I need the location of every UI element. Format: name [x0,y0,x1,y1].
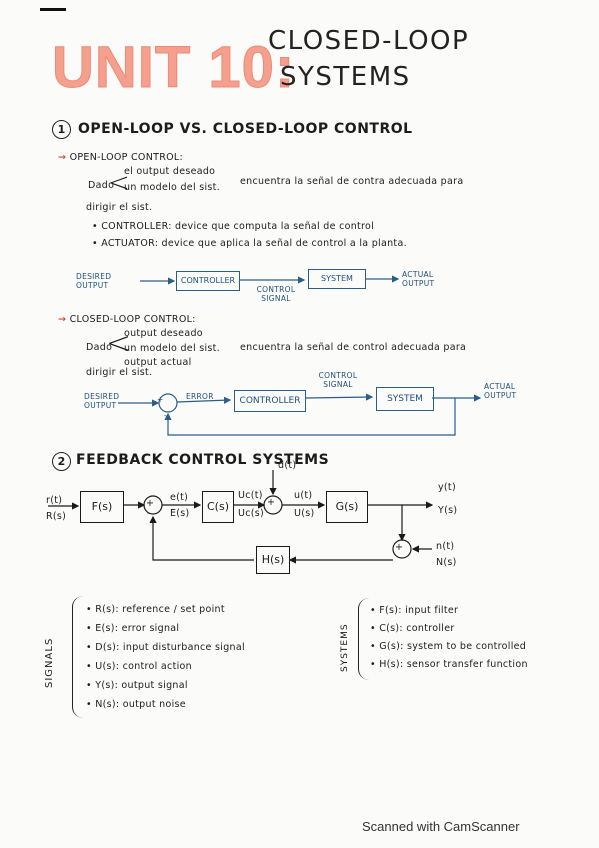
fb-plus2: + [267,497,276,508]
open-loop-brace-icon: < [108,168,130,198]
closed-loop-heading: → CLOSED-LOOP CONTROL: [58,314,196,325]
open-loop-heading-text: OPEN-LOOP CONTROL: [69,152,183,163]
cl-desired-output: DESIRED OUTPUT [84,392,120,410]
signal-item-text: U(s): control action [95,661,192,672]
ol-desired-output: DESIRED OUTPUT [76,272,112,290]
system-item-text: F(s): input filter [379,605,459,616]
closed-loop-cond2: un modelo del sist. [124,343,220,354]
open-loop-heading: → OPEN-LOOP CONTROL: [58,152,183,163]
fb-r-t: r(t) [46,495,63,506]
fb-F-box: F(s) [80,491,124,523]
signal-item: • R(s): reference / set point [86,604,225,615]
subtitle-line2: SYSTEMS [280,62,411,92]
fb-e-t: e(t) [170,492,189,503]
open-loop-cond2: un modelo del sist. [124,182,220,193]
red-arrow-icon: → [58,314,67,325]
closed-loop-rest1: encuentra la señal de control adecuada p… [240,342,467,353]
cl-system-box: SYSTEM [376,387,434,411]
cl-minus-sign: - [164,411,168,420]
fb-Uc-s: Uc(s) [238,508,265,519]
fb-R-s: R(s) [46,511,67,522]
red-arrow-icon: → [58,152,67,163]
open-loop-cond1: el output deseado [124,166,216,177]
closed-loop-heading-text: CLOSED-LOOP CONTROL: [69,314,196,325]
section2-title: FEEDBACK CONTROL SYSTEMS [76,452,330,468]
cl-error-label: ERROR [186,392,214,401]
fb-G-box: G(s) [326,491,368,523]
ol-system-box: SYSTEM [308,269,366,289]
systems-list: • F(s): input filter • C(s): controller … [370,602,528,674]
ol-controller-box: CONTROLLER [176,271,240,291]
open-loop-dado: Dado [88,180,115,191]
systems-label: SYSTEMS [340,623,350,672]
ol-control-signal: CONTROL SIGNAL [256,285,296,303]
closed-loop-dado: Dado [86,342,113,353]
fb-C-box: C(s) [202,491,234,523]
camscanner-watermark: Scanned with CamScanner [362,819,520,834]
ol-actual-output: ACTUAL OUTPUT [402,270,435,288]
signals-list: • R(s): reference / set point • E(s): er… [86,600,245,714]
fb-n-t: n(t) [436,541,455,552]
signal-item: • Y(s): output signal [86,680,188,691]
signal-item: • U(s): control action [86,661,192,672]
open-loop-rest2: dirigir el sist. [86,202,153,213]
closed-loop-diagram [118,393,482,436]
section1-title: OPEN-LOOP VS. CLOSED-LOOP CONTROL [78,121,413,137]
fb-d-t: d(t) [278,460,297,471]
fb-N-s: N(s) [436,557,457,568]
signals-brace [72,596,83,718]
fb-plus3: + [395,542,404,553]
closed-loop-cond3: output actual [124,357,192,368]
system-item-text: C(s): controller [379,623,455,634]
fb-minus1: - [147,508,151,519]
bullet-actuator-text: ACTUATOR: device que aplica la señal de … [101,238,407,249]
signal-item-text: Y(s): output signal [95,680,188,691]
fb-U-s: U(s) [294,508,315,519]
section1-number: 1 [52,120,71,139]
bullet-controller: • CONTROLLER: device que computa la seña… [92,221,375,232]
systems-brace [358,598,369,680]
feedback-diagram [48,470,434,564]
subtitle-line1: CLOSED-LOOP [268,26,470,56]
signals-label: SIGNALS [44,637,55,688]
open-loop-rest1: encuentra la señal de contra adecuada pa… [240,176,464,187]
section2-number: 2 [52,452,71,471]
unit-title: UNIT 10: [51,35,296,101]
system-item: • G(s): system to be controlled [370,641,527,652]
signal-item: • N(s): output noise [86,699,186,710]
fb-E-s: E(s) [170,508,190,519]
closed-loop-cond1: output deseado [124,328,203,339]
closed-loop-brace-icon: < [106,326,132,361]
system-item: • F(s): input filter [370,605,459,616]
signal-item-text: R(s): reference / set point [95,604,225,615]
system-item-text: H(s): sensor transfer function [379,659,528,670]
signal-item: • D(s): input disturbance signal [86,642,245,653]
cl-actual-output: ACTUAL OUTPUT [484,382,517,400]
system-item-text: G(s): system to be controlled [379,641,527,652]
bullet-actuator: • ACTUATOR: device que aplica la señal d… [92,238,407,249]
signal-item-text: N(s): output noise [95,699,186,710]
closed-loop-rest2: dirigir el sist. [86,367,153,378]
fb-Y-s: Y(s) [438,505,458,516]
fb-plus1: + [146,498,155,509]
cl-plus-sign: + [157,395,164,404]
fb-H-box: H(s) [256,546,290,574]
signal-item: • E(s): error signal [86,623,180,634]
fb-uc-t: Uc(t) [238,490,263,501]
signal-item-text: E(s): error signal [95,623,180,634]
cl-controller-box: CONTROLLER [234,390,306,412]
signal-item-text: D(s): input disturbance signal [95,642,245,653]
fb-y-t: y(t) [438,482,456,493]
top-mark [40,8,66,11]
open-loop-diagram [140,275,400,285]
fb-u-t: u(t) [294,490,313,501]
system-item: • C(s): controller [370,623,455,634]
bullet-controller-text: CONTROLLER: device que computa la señal … [101,221,375,232]
cl-control-signal: CONTROL SIGNAL [318,371,358,389]
system-item: • H(s): sensor transfer function [370,659,528,670]
